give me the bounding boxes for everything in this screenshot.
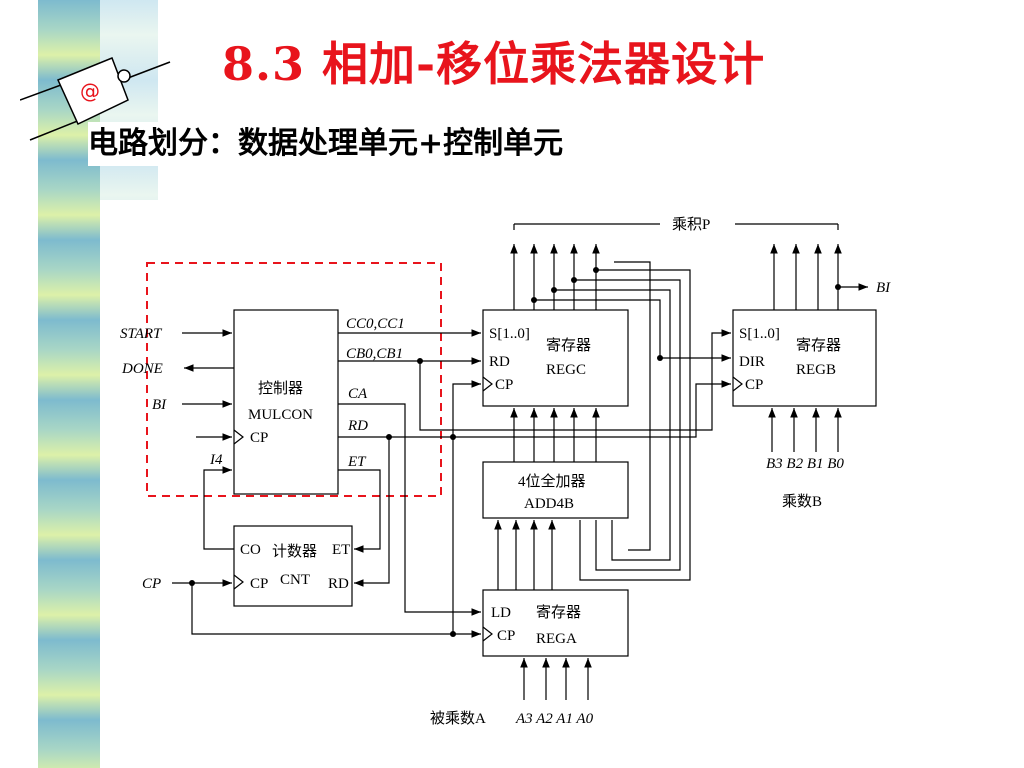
controller-boundary <box>146 262 442 497</box>
adder-module: ADD4B <box>524 496 574 512</box>
cnt-cp: CP <box>250 576 268 592</box>
regc-cp: CP <box>495 377 513 393</box>
regc-rd: RD <box>489 354 510 370</box>
done-label: DONE <box>121 361 163 377</box>
rega-cp: CP <box>497 628 515 644</box>
bi-output-label: BI <box>876 280 891 296</box>
controller-cp: CP <box>250 430 268 446</box>
controller-module: MULCON <box>248 407 313 423</box>
slide-title: 8.3 相加-移位乘法器设计 <box>222 37 766 91</box>
controller-name: 控制器 <box>258 380 303 397</box>
add4b-box <box>482 461 629 519</box>
start-label: START <box>120 326 163 342</box>
product-label: 乘积P <box>672 216 710 233</box>
regb-name: 寄存器 <box>796 336 841 354</box>
logo-symbol: @ <box>80 79 100 103</box>
slide-subtitle: 电路划分：数据处理单元+控制单元 <box>88 122 668 166</box>
regb-module: REGB <box>796 362 836 378</box>
regb-box <box>732 309 877 407</box>
b-inputs-label: B3 B2 B1 B0 <box>766 456 844 472</box>
mulcon-box <box>233 309 339 495</box>
cc-label: CC0,CC1 <box>346 316 405 332</box>
rd-label: RD <box>347 418 368 434</box>
cp-input-label: CP <box>142 576 161 592</box>
bi-input-label: BI <box>152 397 167 413</box>
cb-label: CB0,CB1 <box>346 346 403 362</box>
regc-s: S[1..0] <box>489 326 530 342</box>
cnt-rd: RD <box>328 576 349 592</box>
regb-s: S[1..0] <box>739 326 780 342</box>
cnt-name: 计数器 <box>272 543 317 560</box>
a-inputs-label: A3 A2 A1 A0 <box>515 711 594 727</box>
logic-gate-logo: @ <box>20 57 171 141</box>
et-label: ET <box>347 454 367 470</box>
cnt-et: ET <box>332 542 350 558</box>
multiplier-label: 乘数B <box>782 493 822 510</box>
multiplicand-label: 被乘数A <box>430 710 486 727</box>
rega-ld: LD <box>491 605 511 621</box>
regb-cp: CP <box>745 377 763 393</box>
regc-module: REGC <box>546 362 586 378</box>
regc-name: 寄存器 <box>546 336 591 354</box>
cnt-co: CO <box>240 542 261 558</box>
regb-dir: DIR <box>739 354 765 370</box>
regc-box <box>482 309 629 407</box>
ca-label: CA <box>348 386 368 402</box>
rega-name: 寄存器 <box>536 603 581 621</box>
multiplier-block-diagram: 乘积P BI START DONE BI I4 控制器 MULCON CP CC… <box>100 200 1024 768</box>
adder-name: 4位全加器 <box>518 472 586 490</box>
i4-label: I4 <box>209 452 223 468</box>
rega-box <box>482 589 629 657</box>
cnt-module: CNT <box>280 572 310 588</box>
cnt-box <box>233 525 353 607</box>
rega-module: REGA <box>536 631 577 647</box>
